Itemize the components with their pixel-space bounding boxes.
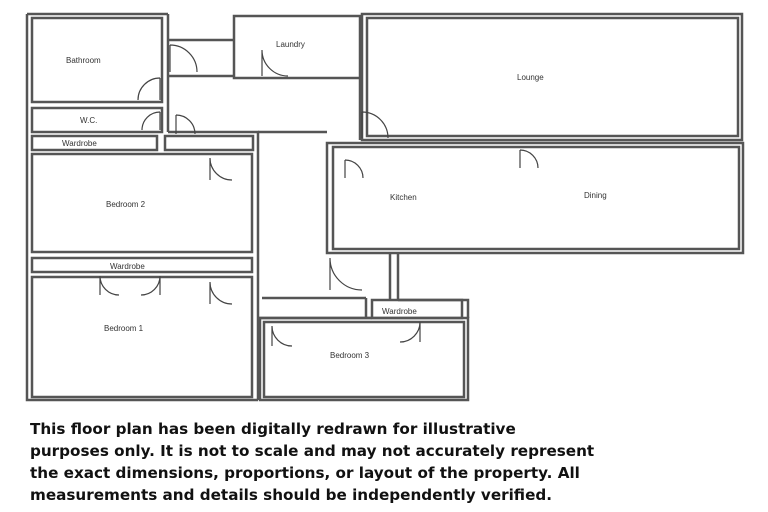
door-bedroom-1 [209,281,233,305]
door-bathroom [137,77,161,101]
label-wardrobe-mid: Wardrobe [110,262,145,271]
disclaimer-line-1: This floor plan has been digitally redra… [30,420,516,438]
wall-hall-top [168,38,234,78]
label-lounge: Lounge [517,73,544,82]
wall-bathroom [30,16,164,104]
door-wardrobe-right [140,275,161,296]
disclaimer-text: This floor plan has been digitally redra… [30,418,750,506]
door-dining [519,149,539,169]
wall-wc [30,106,164,134]
wall-kitchen-dining [325,141,745,255]
door-bedroom-3 [271,325,293,347]
label-wardrobe-top: Wardrobe [62,139,97,148]
wall-bedroom-1 [30,275,254,399]
door-laundry [261,49,289,77]
door-wardrobe-3 [399,321,421,343]
wall-wardrobe-mid [30,256,254,274]
wall-kitchen-dining-inner [331,145,741,251]
door-hall-kitchen [329,257,363,291]
label-bathroom: Bathroom [66,56,101,65]
door-kitchen [344,159,364,179]
wall-lounge [360,12,744,142]
door-wc [141,111,161,131]
wall-laundry [232,14,362,80]
door-hall-top [169,44,198,73]
wall-lounge-inner [365,16,740,138]
label-dining: Dining [584,191,607,200]
room-labels: Bathroom Laundry Lounge W.C. Wardrobe Be… [62,40,607,360]
label-bedroom-2: Bedroom 2 [106,200,146,209]
doors [99,44,539,347]
disclaimer-line-4: measurements and details should be indep… [30,486,553,504]
wall-hall-lower [258,296,470,320]
wall-wardrobe-top-2 [163,134,255,152]
label-bedroom-3: Bedroom 3 [330,351,370,360]
label-laundry: Laundry [276,40,305,49]
door-wc-hall [175,114,196,135]
door-wardrobe-left [99,275,120,296]
label-kitchen: Kitchen [390,193,417,202]
door-bedroom-2 [209,157,233,181]
label-wc: W.C. [80,116,97,125]
wall-corridor [258,78,400,300]
floor-plan: Bathroom Laundry Lounge W.C. Wardrobe Be… [25,12,745,402]
walls [25,12,745,402]
disclaimer-line-3: the exact dimensions, proportions, or la… [30,464,580,482]
outer-wall-left-wing [25,12,260,402]
door-lounge [361,111,389,139]
wall-bedroom-2 [30,152,254,254]
wall-wardrobe-top [30,134,159,152]
label-wardrobe-right: Wardrobe [382,307,417,316]
label-bedroom-1: Bedroom 1 [104,324,144,333]
disclaimer-line-2: purposes only. It is not to scale and ma… [30,442,595,460]
wall-bedroom-3-inner [262,320,466,399]
